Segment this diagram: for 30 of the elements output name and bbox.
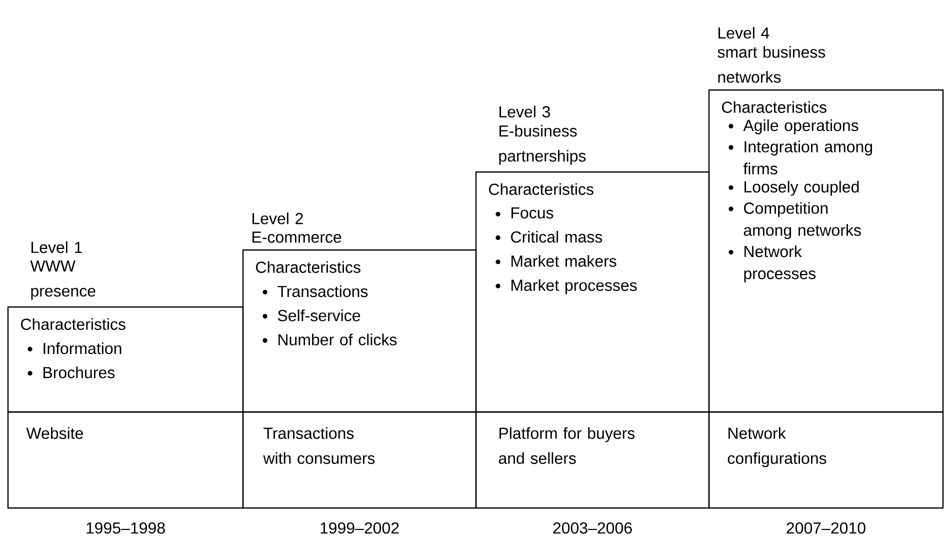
bullet-item: Loosely coupled bbox=[728, 180, 859, 196]
cell-text: Platform for buyers and sellers bbox=[498, 427, 635, 464]
section-heading: Characteristics bbox=[256, 261, 360, 273]
section-heading: Characteristics bbox=[489, 183, 594, 195]
bullet-item: Focus bbox=[496, 207, 554, 219]
bullet-item: Integration among firms bbox=[728, 140, 872, 174]
cell-text: Network configurations bbox=[728, 427, 826, 468]
level-title: Level 4 bbox=[718, 26, 770, 39]
level-name: smart business networks bbox=[718, 46, 826, 83]
bullet-item: Competition among networks bbox=[728, 202, 861, 240]
level-title: Level 1 bbox=[32, 241, 82, 254]
bullet-item: Market processes bbox=[496, 279, 637, 294]
level-name: E-business partnerships bbox=[499, 124, 586, 165]
bullet-item: Market makers bbox=[496, 255, 616, 267]
section-heading: Characteristics bbox=[722, 101, 826, 113]
section-heading: Characteristics bbox=[21, 318, 126, 330]
bullet-item: Transactions bbox=[262, 285, 368, 298]
cell-text: Transactions with consumers bbox=[263, 427, 375, 464]
bullet-item: Agile operations bbox=[728, 119, 858, 134]
bullet-item: Network processes bbox=[728, 245, 816, 282]
level-title: Level 2 bbox=[252, 212, 303, 224]
level-name: WWW presence bbox=[30, 260, 96, 300]
bullet-item: Brochures bbox=[28, 366, 115, 378]
bullet-item: Information bbox=[28, 342, 122, 354]
level-name: E-commerce bbox=[252, 232, 342, 243]
bullet-item: Number of clicks bbox=[262, 334, 397, 346]
level-title: Level 3 bbox=[500, 106, 550, 118]
bullet-item: Critical mass bbox=[496, 230, 602, 243]
bullet-item: Self-service bbox=[262, 310, 360, 322]
cell-text: Website bbox=[26, 427, 83, 439]
